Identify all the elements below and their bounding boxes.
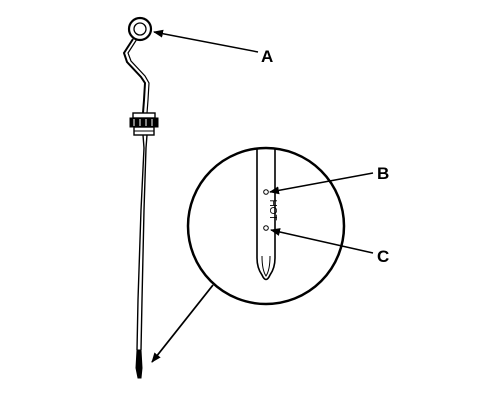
callout-a-arrow: [153, 29, 259, 53]
dipstick-blade: [135, 134, 148, 379]
magnified-detail: HOT: [186, 146, 346, 306]
dipstick-cap: [129, 112, 159, 136]
callout-a-label: A: [261, 47, 273, 66]
callout-b-arrow: [269, 172, 374, 195]
upper-mark-hole: [263, 189, 269, 195]
hot-scale-text: HOT: [267, 199, 278, 220]
detail-leader-arrow: [151, 284, 214, 363]
callout-b-label: B: [377, 164, 389, 183]
lower-mark-hole: [263, 225, 269, 231]
callout-c-arrow: [270, 228, 374, 254]
callout-c-label: C: [377, 247, 389, 266]
dipstick-handle: [122, 16, 153, 114]
